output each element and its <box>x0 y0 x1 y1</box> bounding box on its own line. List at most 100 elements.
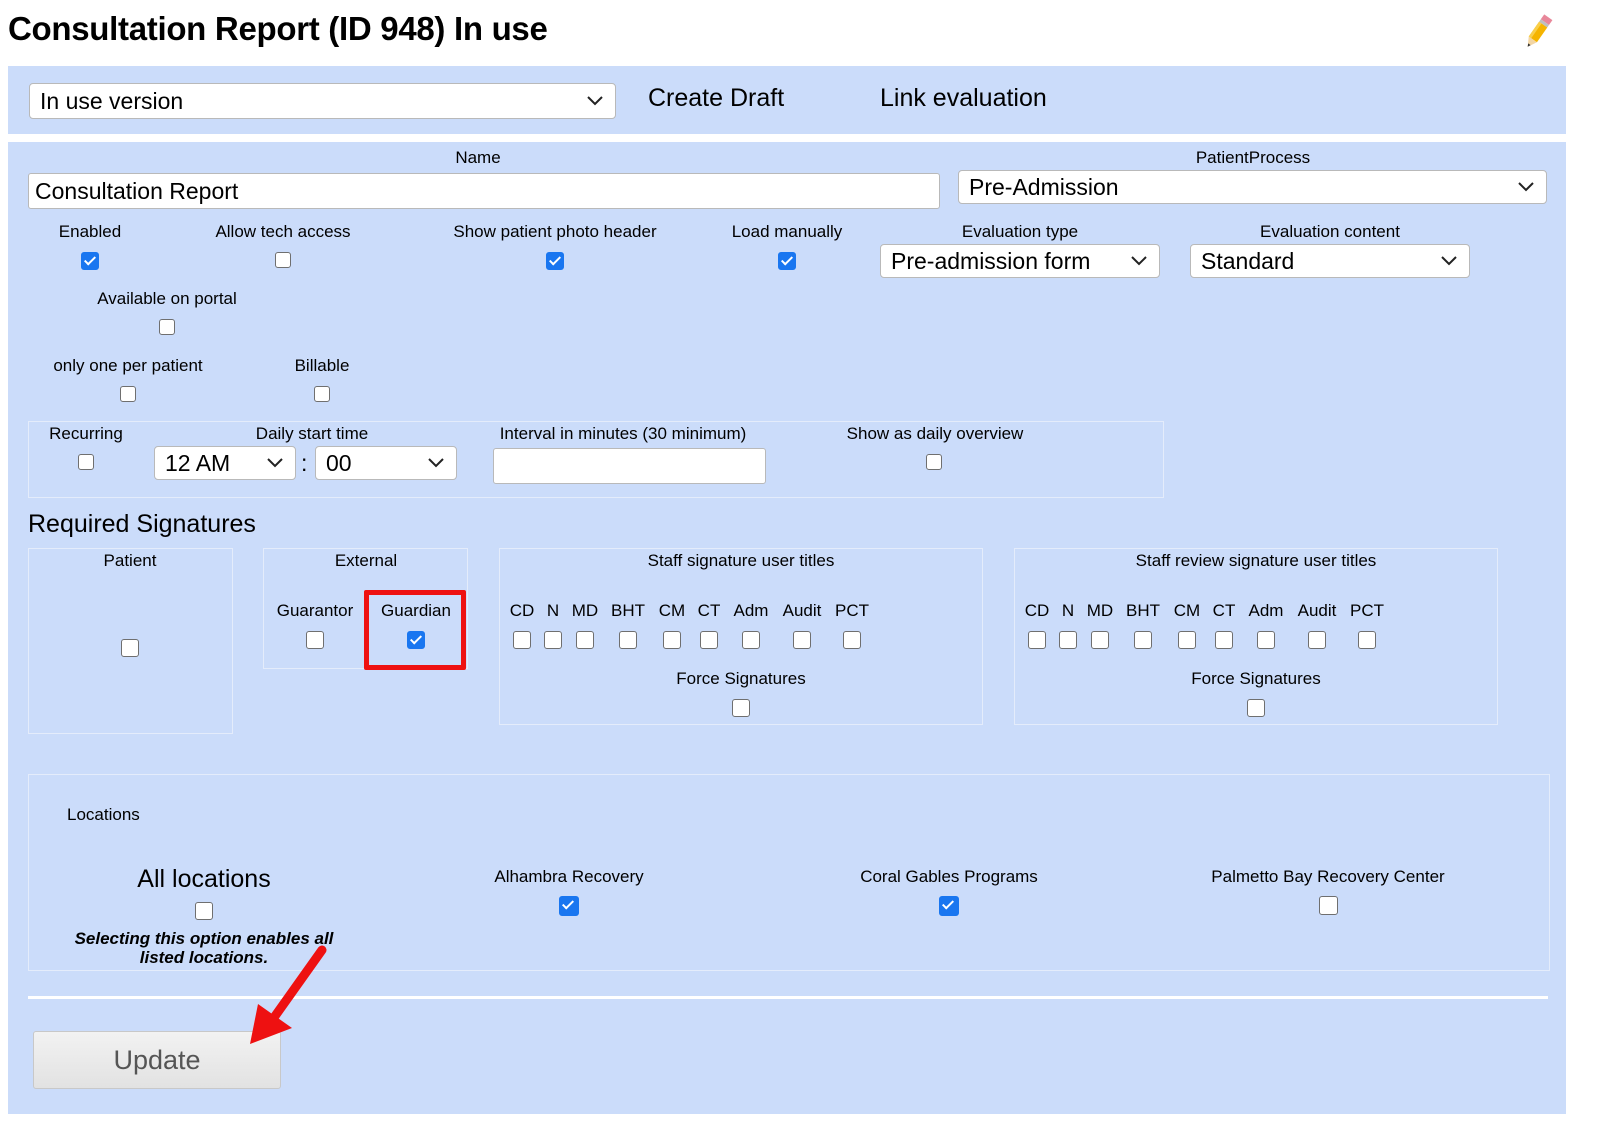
staff-title-label: CM <box>658 601 686 620</box>
evaluation-type-select[interactable]: Pre-admission form <box>880 244 1160 278</box>
load-manually-checkbox[interactable] <box>778 252 796 270</box>
staff-review-title-label: CM <box>1173 601 1201 620</box>
staff-review-title-checkbox[interactable] <box>1178 631 1196 649</box>
chevron-down-icon <box>1518 182 1534 192</box>
staff-title-checkbox[interactable] <box>544 631 562 649</box>
version-select-value: In use version <box>40 87 184 114</box>
update-button[interactable]: Update <box>33 1031 281 1089</box>
create-draft-link[interactable]: Create Draft <box>648 84 785 112</box>
portal-checkbox[interactable] <box>159 319 175 335</box>
interval-label: Interval in minutes (30 minimum) <box>499 424 747 443</box>
staff-signature-label: Staff signature user titles <box>647 551 835 570</box>
external-signature-label: External <box>334 551 398 570</box>
staff-review-title-label: Audit <box>1297 601 1337 620</box>
start-time-label: Daily start time <box>255 424 369 443</box>
daily-overview-label: Show as daily overview <box>846 424 1024 443</box>
portal-label: Available on portal <box>97 289 237 308</box>
staff-force-checkbox[interactable] <box>732 699 750 717</box>
locations-box <box>28 774 1550 971</box>
guardian-label: Guardian <box>381 601 451 620</box>
staff-title-checkbox[interactable] <box>700 631 718 649</box>
location-checkbox-alhambra[interactable] <box>559 896 579 916</box>
one-per-patient-label: only one per patient <box>53 356 203 375</box>
start-hour-value: 12 AM <box>165 449 231 476</box>
page-title: Consultation Report (ID 948) In use <box>8 10 548 47</box>
evaluation-content-select[interactable]: Standard <box>1190 244 1470 278</box>
billable-label: Billable <box>294 356 350 375</box>
staff-title-label: Adm <box>733 601 769 620</box>
enabled-label: Enabled <box>58 222 122 241</box>
staff-review-signature-label: Staff review signature user titles <box>1135 551 1377 570</box>
staff-review-title-label: BHT <box>1126 601 1160 620</box>
version-select[interactable]: In use version <box>29 83 616 119</box>
all-locations-label: All locations <box>137 865 271 893</box>
staff-review-signature-box <box>1014 548 1498 725</box>
start-minute-value: 00 <box>326 449 352 476</box>
load-manually-label: Load manually <box>731 222 843 241</box>
evaluation-content-label: Evaluation content <box>1260 222 1400 241</box>
pencil-icon[interactable] <box>1518 12 1558 52</box>
allow-tech-checkbox[interactable] <box>275 252 291 268</box>
staff-review-title-checkbox[interactable] <box>1308 631 1326 649</box>
show-photo-checkbox[interactable] <box>546 252 564 270</box>
chevron-down-icon <box>1441 256 1457 266</box>
evaluation-type-label: Evaluation type <box>961 222 1079 241</box>
staff-title-checkbox[interactable] <box>576 631 594 649</box>
enabled-checkbox[interactable] <box>81 252 99 270</box>
location-label-alhambra: Alhambra Recovery <box>494 867 644 886</box>
chevron-down-icon <box>587 96 603 106</box>
name-input[interactable]: Consultation Report <box>28 173 940 209</box>
guardian-checkbox[interactable] <box>407 631 425 649</box>
staff-title-label: Audit <box>782 601 822 620</box>
staff-title-label: CT <box>697 601 721 620</box>
interval-input[interactable] <box>493 448 766 484</box>
form-panel <box>8 142 1566 1114</box>
staff-title-checkbox[interactable] <box>663 631 681 649</box>
staff-title-label: N <box>546 601 560 620</box>
all-locations-checkbox[interactable] <box>195 902 213 920</box>
staff-review-title-checkbox[interactable] <box>1059 631 1077 649</box>
daily-overview-checkbox[interactable] <box>926 454 942 470</box>
staff-review-title-checkbox[interactable] <box>1215 631 1233 649</box>
divider <box>28 996 1548 999</box>
staff-review-title-checkbox[interactable] <box>1028 631 1046 649</box>
staff-review-title-label: N <box>1061 601 1075 620</box>
link-evaluation-link[interactable]: Link evaluation <box>880 84 1047 112</box>
allow-tech-label: Allow tech access <box>215 222 351 241</box>
one-per-patient-checkbox[interactable] <box>120 386 136 402</box>
guarantor-checkbox[interactable] <box>306 631 324 649</box>
annotation-arrow-icon <box>250 945 327 1044</box>
recurring-checkbox[interactable] <box>78 454 94 470</box>
patient-process-select[interactable]: Pre-Admission <box>958 170 1547 204</box>
staff-title-label: MD <box>571 601 599 620</box>
staff-title-checkbox[interactable] <box>742 631 760 649</box>
chevron-down-icon <box>428 458 444 468</box>
location-checkbox-palmetto-bay[interactable] <box>1319 896 1338 915</box>
staff-review-title-label: MD <box>1086 601 1114 620</box>
all-locations-note: Selecting this option enables all listed… <box>74 929 334 967</box>
staff-title-checkbox[interactable] <box>513 631 531 649</box>
staff-review-title-checkbox[interactable] <box>1134 631 1152 649</box>
chevron-down-icon <box>1131 256 1147 266</box>
patient-signature-checkbox[interactable] <box>121 639 139 657</box>
evaluation-content-value: Standard <box>1201 247 1295 274</box>
start-minute-select[interactable]: 00 <box>315 446 457 480</box>
staff-title-checkbox[interactable] <box>843 631 861 649</box>
staff-review-force-checkbox[interactable] <box>1247 699 1265 717</box>
billable-checkbox[interactable] <box>314 386 330 402</box>
time-separator: : <box>301 450 308 476</box>
patient-process-value: Pre-Admission <box>969 173 1119 200</box>
staff-review-title-checkbox[interactable] <box>1257 631 1275 649</box>
staff-review-title-checkbox[interactable] <box>1091 631 1109 649</box>
staff-review-title-checkbox[interactable] <box>1358 631 1376 649</box>
staff-title-checkbox[interactable] <box>619 631 637 649</box>
patient-process-label: PatientProcess <box>1195 148 1311 167</box>
staff-review-force-label: Force Signatures <box>1191 669 1321 688</box>
staff-title-checkbox[interactable] <box>793 631 811 649</box>
name-label: Name <box>455 148 501 167</box>
locations-label: Locations <box>67 805 140 824</box>
start-hour-select[interactable]: 12 AM <box>154 446 296 480</box>
staff-review-title-label: PCT <box>1350 601 1384 620</box>
location-checkbox-coral-gables[interactable] <box>939 896 959 916</box>
patient-signature-label: Patient <box>103 551 157 570</box>
